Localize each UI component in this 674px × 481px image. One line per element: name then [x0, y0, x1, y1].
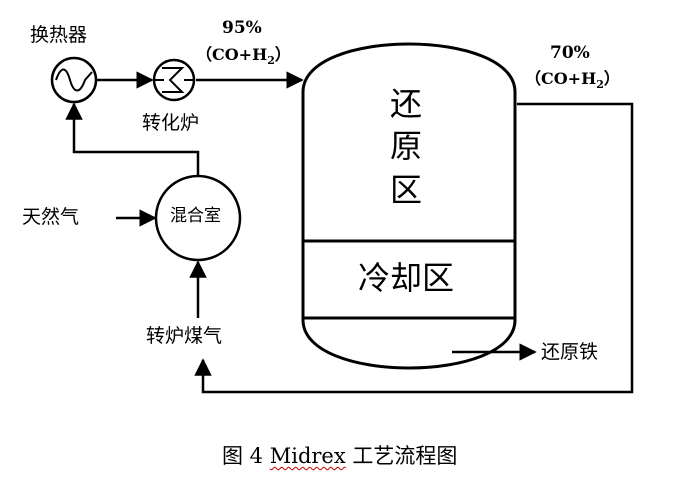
- reduction-zone-char-1: 还: [390, 85, 423, 123]
- reformer-label: 转化炉: [142, 112, 200, 134]
- reduction-zone-char-2: 原: [390, 127, 423, 165]
- mixing-chamber-label: 混合室: [170, 206, 221, 226]
- shaft-furnace-vessel: [301, 42, 517, 370]
- cooling-zone-label: 冷却区: [358, 259, 455, 297]
- inlet-gas-composition: （CO+H2）: [196, 45, 291, 68]
- caption-brand: Midrex: [269, 444, 346, 468]
- outlet-gas-composition: （CO+H2）: [525, 69, 620, 92]
- heat-exchanger-label: 换热器: [30, 24, 88, 46]
- arrow-mixer-to-exchanger: [65, 102, 200, 176]
- reformer-icon: [152, 58, 196, 102]
- reduction-zone-char-3: 区: [390, 171, 423, 209]
- reduced-iron-label: 还原铁: [541, 341, 599, 363]
- outlet-gas-percent: 70%: [550, 43, 590, 63]
- heat-exchanger-icon: [50, 56, 98, 104]
- figure-caption: 图 4 Midrex 工艺流程图: [222, 444, 458, 468]
- inlet-gas-percent: 95%: [222, 18, 262, 38]
- natural-gas-label: 天然气: [22, 206, 80, 228]
- top-gas-recycle-line: [194, 102, 634, 394]
- furnace-gas-label: 转炉煤气: [146, 325, 223, 347]
